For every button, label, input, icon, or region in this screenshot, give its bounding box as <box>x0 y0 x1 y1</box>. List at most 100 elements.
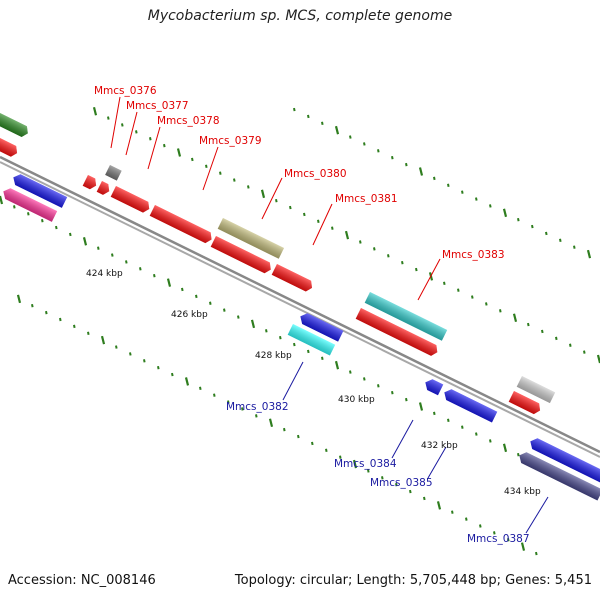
minor-tick <box>73 324 76 329</box>
gene-arrow[interactable] <box>11 172 68 208</box>
major-tick <box>334 360 340 370</box>
minor-tick <box>535 551 538 556</box>
minor-tick <box>69 232 72 237</box>
leader-line-rev <box>427 446 447 479</box>
minor-tick <box>541 329 544 334</box>
gene-arrow[interactable] <box>0 133 20 159</box>
minor-tick <box>13 205 16 209</box>
genome-summary-text: Topology: circular; Length: 5,705,448 bp… <box>234 573 592 588</box>
scale-label: 434 kbp <box>504 487 541 497</box>
minor-tick <box>485 302 488 306</box>
gene-arrow[interactable] <box>96 181 112 197</box>
gene-arrow[interactable] <box>298 311 344 342</box>
gene-arrow[interactable] <box>528 436 600 487</box>
gene-arrow-shade <box>364 292 448 341</box>
minor-tick <box>359 240 362 244</box>
gene-arrow[interactable] <box>355 308 440 358</box>
gene-label[interactable]: Mmcs_0377 <box>126 100 189 112</box>
minor-tick <box>181 287 184 292</box>
gene-arrow-shade <box>210 236 271 274</box>
gene-arrow-shade <box>0 108 28 138</box>
gene-arrow-shade <box>530 438 600 487</box>
minor-tick <box>363 142 366 146</box>
minor-tick <box>227 400 230 404</box>
gene-arrow[interactable] <box>516 376 556 404</box>
gene-arrow[interactable] <box>508 391 543 416</box>
minor-tick <box>423 496 426 501</box>
gene-arrow-shade <box>355 308 438 356</box>
gene-label[interactable]: Mmcs_0382 <box>226 401 289 413</box>
gene-arrow[interactable] <box>517 450 600 501</box>
minor-tick <box>395 483 398 487</box>
gene-label[interactable]: Mmcs_0383 <box>442 249 505 261</box>
major-tick <box>418 402 424 411</box>
gene-arrow[interactable] <box>271 264 315 293</box>
minor-tick <box>59 317 62 322</box>
gene-arrow-shade <box>300 313 344 342</box>
gene-label[interactable]: Mmcs_0381 <box>335 193 398 205</box>
minor-tick <box>223 308 226 312</box>
minor-tick <box>489 439 492 443</box>
minor-tick <box>321 121 324 126</box>
minor-tick <box>97 246 100 250</box>
minor-tick <box>405 162 408 167</box>
gene-arrow[interactable] <box>0 108 31 139</box>
minor-tick <box>507 538 510 542</box>
gene-arrow[interactable] <box>210 236 274 275</box>
minor-tick <box>447 183 450 187</box>
gene-arrow[interactable] <box>82 175 99 191</box>
gene-arrow[interactable] <box>1 186 58 222</box>
gene-label[interactable]: Mmcs_0387 <box>467 533 530 545</box>
gene-arrow[interactable] <box>217 218 285 259</box>
minor-tick <box>493 531 496 535</box>
gene-arrow-shade <box>425 379 444 396</box>
minor-tick <box>555 336 558 341</box>
major-tick <box>260 189 266 199</box>
gene-label[interactable]: Mmcs_0378 <box>157 115 220 127</box>
leader-line-fwd <box>202 146 219 191</box>
minor-tick <box>129 352 132 356</box>
minor-tick <box>205 164 208 168</box>
minor-tick <box>325 448 328 452</box>
major-tick <box>166 278 172 287</box>
major-tick <box>520 542 526 551</box>
minor-tick <box>121 123 124 127</box>
gene-label[interactable]: Mmcs_0379 <box>199 135 262 147</box>
minor-tick <box>149 137 152 141</box>
minor-tick <box>125 260 128 264</box>
minor-tick <box>283 427 286 432</box>
gene-arrow[interactable] <box>423 377 444 396</box>
gene-arrow[interactable] <box>105 165 122 181</box>
gene-arrow[interactable] <box>110 186 152 214</box>
accession-text: Accession: NC_008146 <box>8 573 156 588</box>
gene-label[interactable]: Mmcs_0380 <box>284 168 347 180</box>
minor-tick <box>377 149 380 153</box>
minor-tick <box>265 329 268 333</box>
minor-tick <box>391 156 394 160</box>
backbone-line-upper <box>0 155 600 454</box>
gene-arrow[interactable] <box>149 205 215 245</box>
leader-line-rev <box>525 496 549 534</box>
gene-arrow-shade <box>82 175 97 190</box>
map-title: Mycobacterium sp. MCS, complete genome <box>147 8 453 24</box>
minor-tick <box>293 107 296 112</box>
minor-tick <box>367 469 370 473</box>
gene-arrow-shade <box>105 165 122 181</box>
minor-tick <box>213 393 216 397</box>
gene-arrow[interactable] <box>442 387 498 423</box>
minor-tick <box>381 476 384 480</box>
gene-arrow[interactable] <box>364 292 448 341</box>
gene-labels: Mmcs_0376 Mmcs_0377 Mmcs_0378 Mmcs_0379 … <box>94 85 530 545</box>
gene-arrow[interactable] <box>287 324 336 356</box>
major-tick <box>16 294 22 304</box>
minor-tick <box>321 356 324 361</box>
gene-label[interactable]: Mmcs_0385 <box>370 477 433 489</box>
gene-label[interactable]: Mmcs_0376 <box>94 85 157 97</box>
gene-label[interactable]: Mmcs_0384 <box>334 458 397 470</box>
minor-tick <box>163 143 166 148</box>
leader-line-fwd <box>125 111 138 156</box>
leader-line-rev <box>282 361 304 401</box>
gene-arrow-shade <box>149 205 212 244</box>
minor-tick <box>415 267 418 272</box>
